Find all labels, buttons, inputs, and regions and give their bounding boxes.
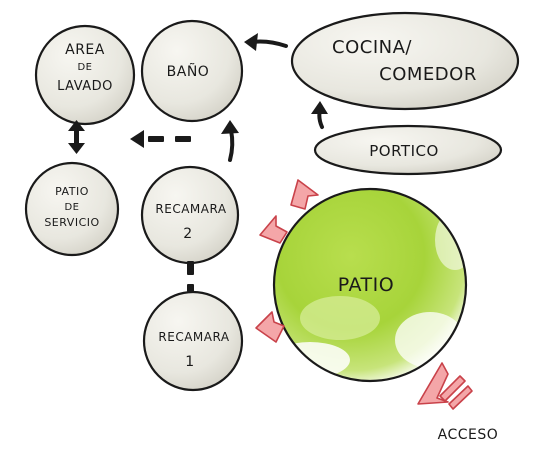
cocina-comedor-ellipse xyxy=(290,11,520,111)
access-label: ACCESO xyxy=(438,427,499,443)
recamara-2-label-1: RECAMARA xyxy=(155,202,226,216)
connector-recamara2-to-patio-servicio xyxy=(130,130,191,148)
node-cocina-comedor: COCINA/ COMEDOR xyxy=(290,11,520,111)
portico-ellipse xyxy=(313,124,503,176)
arrow-patio-to-portico xyxy=(290,179,319,210)
connector-area-lavado-patio-servicio xyxy=(68,120,85,154)
patio-servicio-label-1: PATIO xyxy=(55,185,89,198)
node-patio-servicio: PATIO DE SERVICIO xyxy=(24,161,120,257)
node-patio: PATIO xyxy=(272,187,468,383)
patio-servicio-circle xyxy=(24,161,120,257)
area-lavado-label-2: DE xyxy=(77,62,92,73)
cocina-comedor-label-1: COCINA/ xyxy=(332,37,412,58)
node-bano: BAÑO xyxy=(140,19,244,123)
portico-label: PORTICO xyxy=(369,142,439,160)
arrow-patio-to-recamara2 xyxy=(259,215,288,244)
recamara-2-label-2: 2 xyxy=(183,226,192,242)
node-area-lavado: AREA DE LAVADO xyxy=(34,24,136,126)
connector-cocina-to-bano xyxy=(244,33,288,51)
area-lavado-label-3: LAVADO xyxy=(57,79,113,94)
bano-circle xyxy=(140,19,244,123)
patio-outline xyxy=(272,187,468,383)
access-arrow xyxy=(417,362,473,410)
recamara-1-label-1: RECAMARA xyxy=(158,330,229,344)
node-portico: PORTICO xyxy=(313,124,503,176)
area-lavado-label-1: AREA xyxy=(65,42,105,58)
patio-servicio-label-3: SERVICIO xyxy=(44,216,99,229)
patio-label: PATIO xyxy=(338,274,394,296)
connector-portico-to-cocina xyxy=(311,101,328,129)
cocina-comedor-label-2: COMEDOR xyxy=(379,64,477,85)
area-lavado-circle xyxy=(34,24,136,126)
node-recamara-1: RECAMARA 1 xyxy=(142,290,244,392)
patio-servicio-label-2: DE xyxy=(64,202,79,213)
bano-label: BAÑO xyxy=(167,63,210,80)
connector-recamara2-to-bano xyxy=(221,120,239,162)
recamara-1-label-2: 1 xyxy=(185,354,194,370)
node-recamara-2: RECAMARA 2 xyxy=(140,165,240,265)
arrow-patio-to-recamara1 xyxy=(255,311,285,343)
connector-recamara2-recamara1 xyxy=(187,261,194,292)
